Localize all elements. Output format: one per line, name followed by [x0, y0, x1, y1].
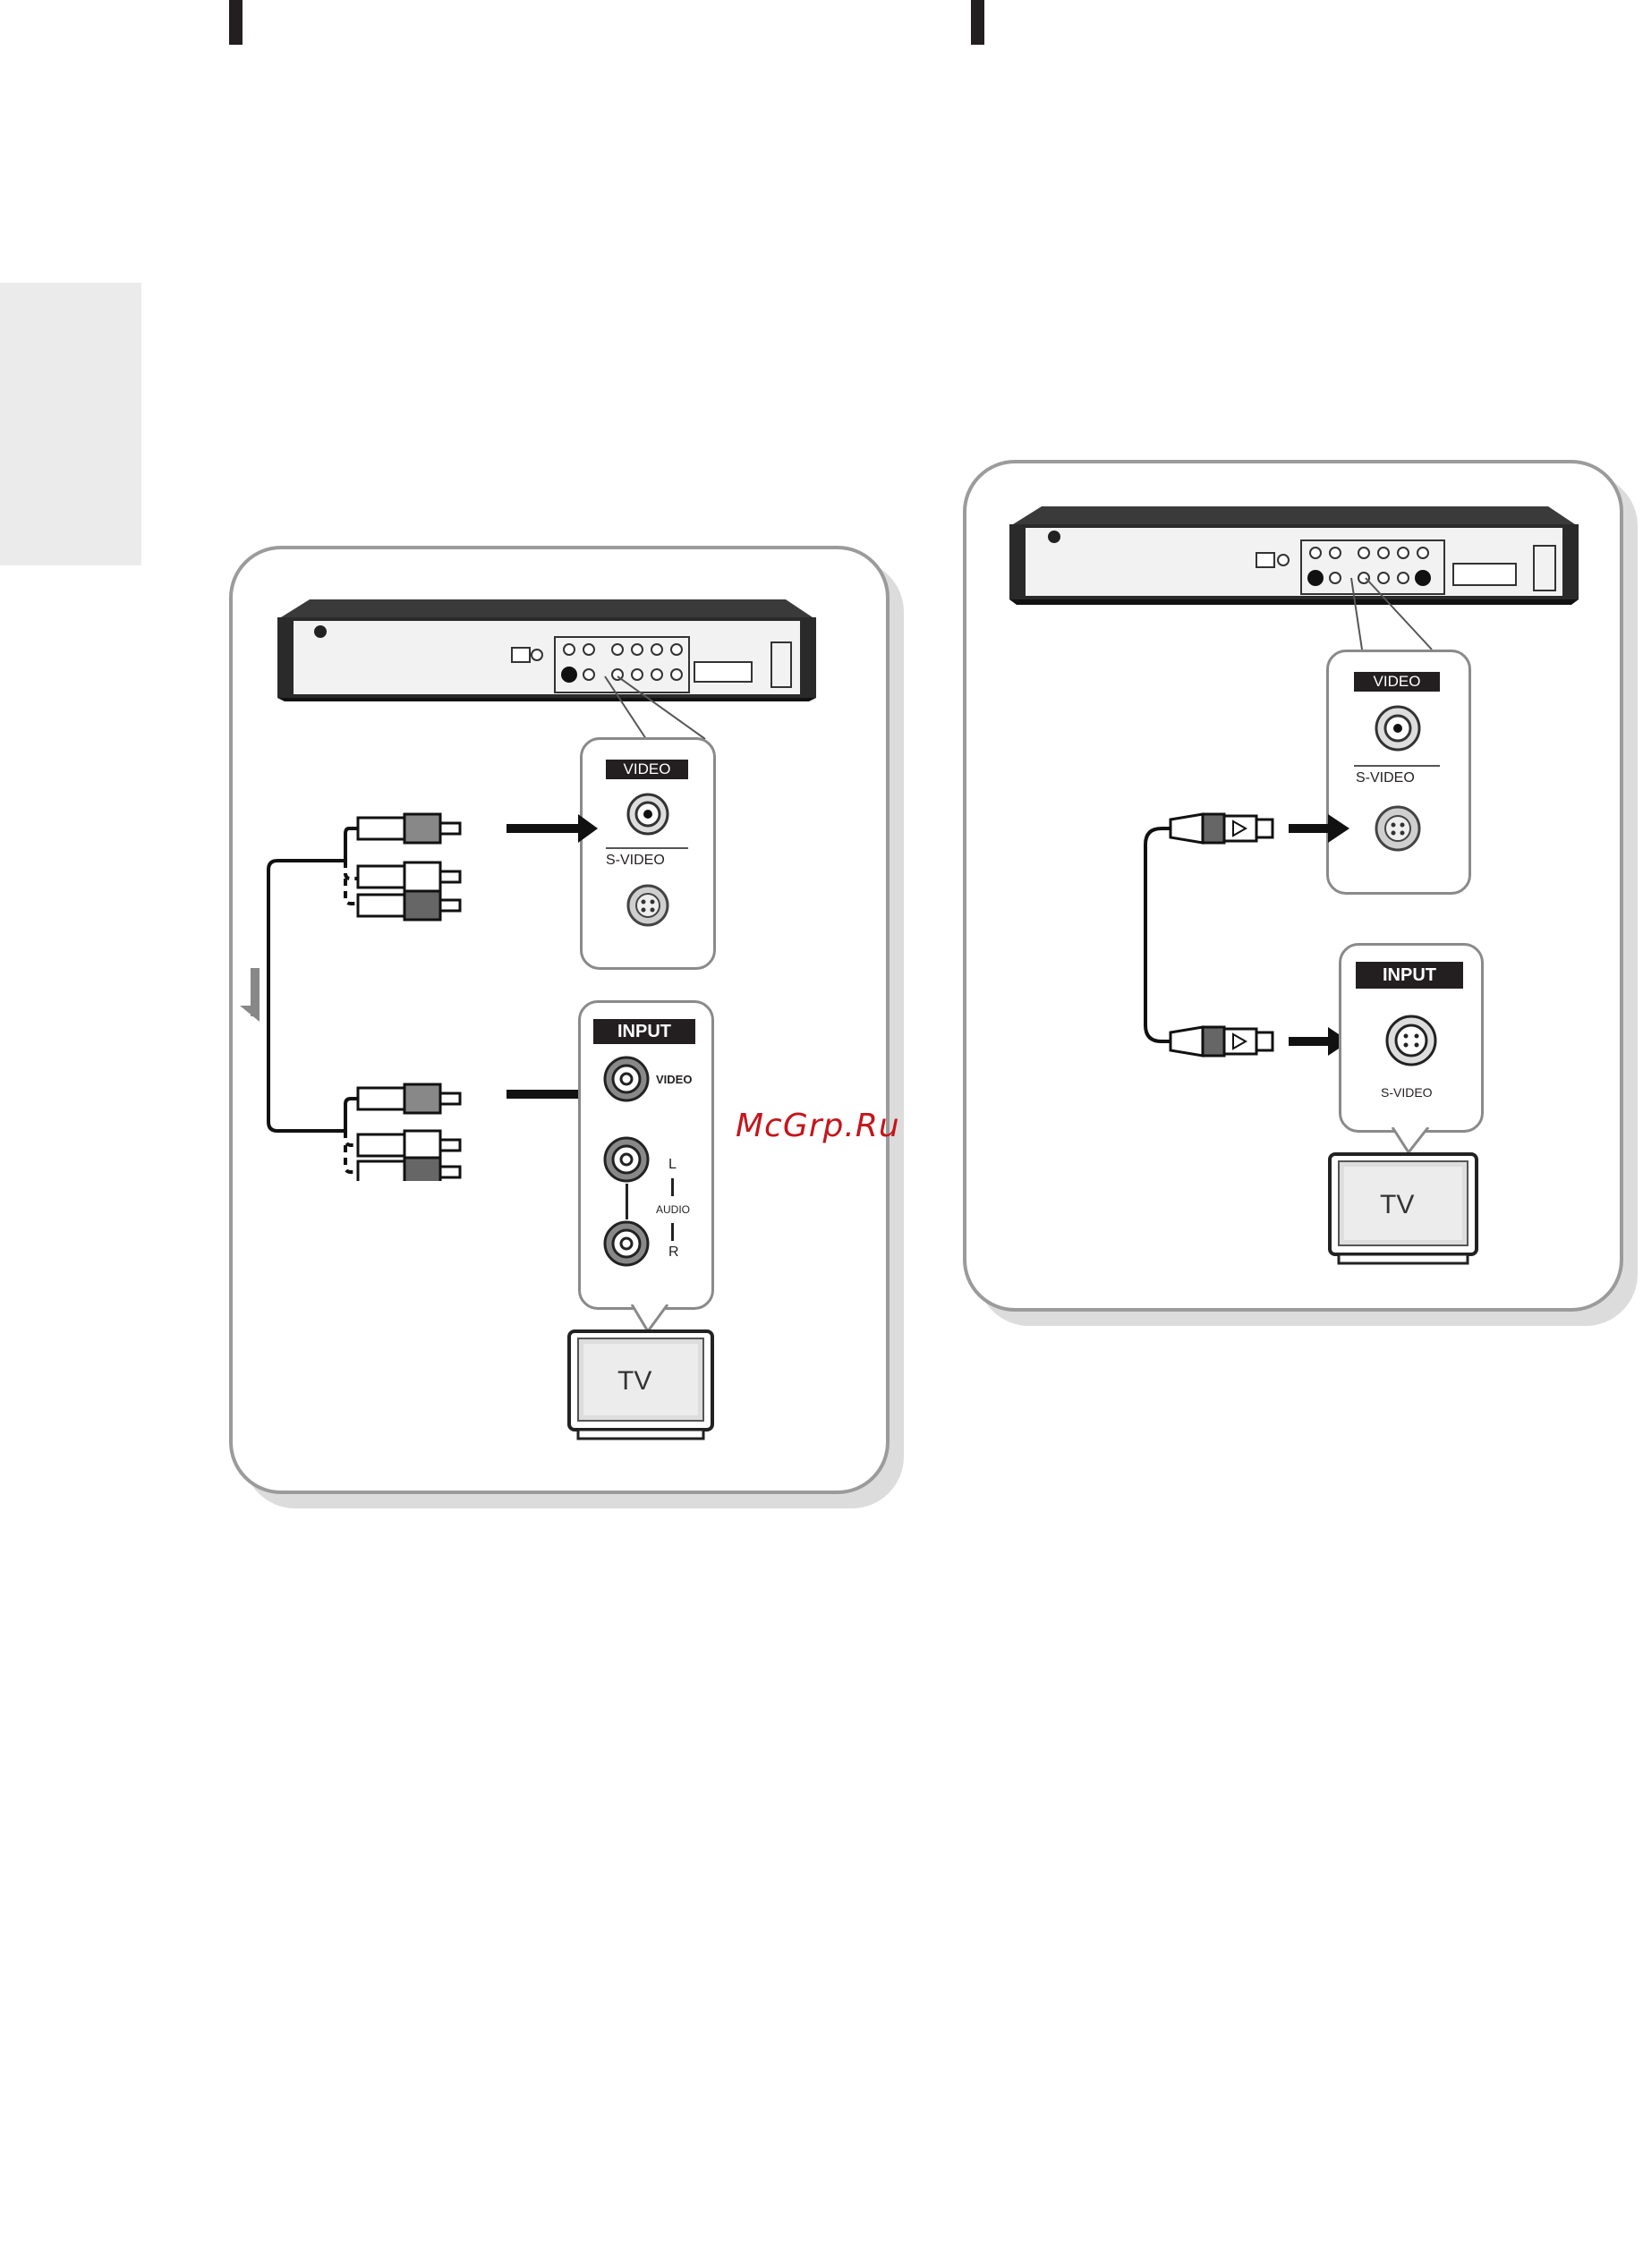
svideo-input-label: S-VIDEO — [1381, 1085, 1433, 1100]
tv-input-card-left: INPUT VIDEO L AUDIO R — [578, 1000, 714, 1310]
audio-l-jack-icon — [602, 1135, 651, 1184]
audio-l-tick — [671, 1178, 674, 1196]
svideo-in-jack-icon — [1384, 1014, 1438, 1067]
video-input-label: VIDEO — [656, 1073, 692, 1086]
side-tab — [0, 283, 141, 565]
video-label: VIDEO — [606, 760, 688, 779]
video-label-right: VIDEO — [1354, 672, 1440, 692]
input-label: INPUT — [593, 1019, 695, 1044]
tv-input-card-right: INPUT S-VIDEO — [1339, 943, 1484, 1133]
divider — [1354, 765, 1440, 767]
audio-link-line — [626, 1184, 628, 1219]
section-marker-right — [971, 0, 984, 45]
section-marker-left — [229, 0, 243, 45]
divider — [606, 847, 688, 849]
video-in-jack-icon — [602, 1055, 651, 1103]
svideo-out-jack-icon — [1374, 804, 1422, 853]
svideo-cable-right — [1097, 803, 1357, 1072]
watermark: McGrp.Ru — [736, 1108, 900, 1144]
video-out-jack-icon — [1374, 704, 1422, 752]
down-arrow-marker — [238, 966, 261, 1025]
audio-r-jack-icon — [602, 1219, 651, 1268]
callout-line-right — [1342, 573, 1450, 653]
tv-label-right: TV — [1380, 1190, 1414, 1220]
svideo-label-right: S-VIDEO — [1356, 770, 1454, 786]
svideo-label: S-VIDEO — [606, 853, 695, 869]
input-label-right: INPUT — [1356, 962, 1463, 989]
dvd-recorder-rear-right — [1006, 505, 1582, 605]
video-out-jack-icon — [626, 792, 670, 837]
callout-line-left — [600, 671, 725, 743]
tv-label-left: TV — [617, 1366, 651, 1397]
audio-label: AUDIO — [656, 1203, 690, 1216]
audio-r-label: R — [668, 1244, 679, 1261]
audio-l-label: L — [668, 1157, 677, 1173]
rca-cable-left — [242, 787, 617, 1181]
svideo-out-jack-icon — [626, 883, 670, 928]
dvd-recorder-rear-left — [274, 598, 820, 701]
audio-r-tick — [671, 1223, 674, 1241]
